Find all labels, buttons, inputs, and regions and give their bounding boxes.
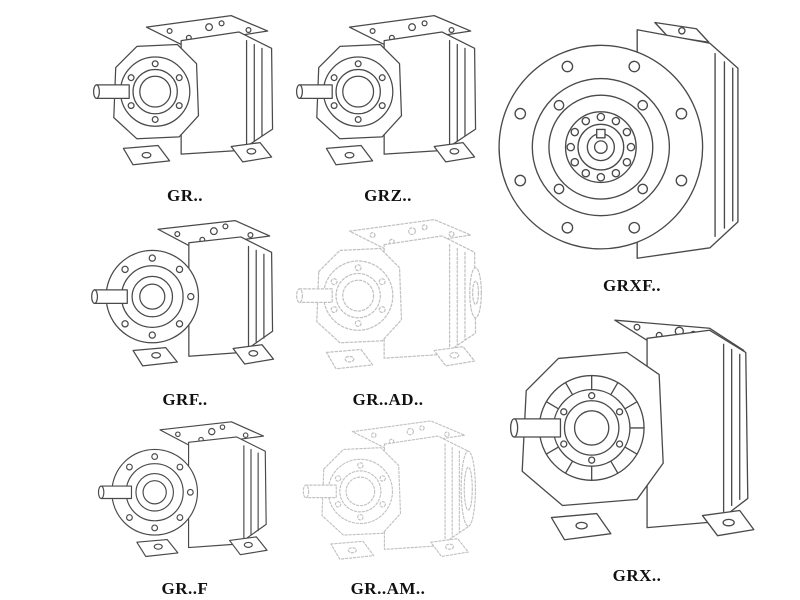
gear-unit-label-gr-ad: GR..AD.. bbox=[352, 390, 424, 409]
gear-unit-label-grxf: GRXF.. bbox=[602, 276, 662, 295]
gear-unit-gr: GR.. bbox=[85, 4, 285, 206]
gear-unit-label-gr-f: GR..F bbox=[161, 579, 209, 598]
gear-unit-grxf: GRXF.. bbox=[492, 4, 772, 296]
gear-unit-label-grx: GRX.. bbox=[612, 566, 662, 585]
grf-gearbox-drawing bbox=[87, 210, 283, 388]
gear-unit-label-grz: GRZ.. bbox=[364, 186, 412, 205]
gear-unit-label-gr-am: GR..AM.. bbox=[350, 579, 426, 598]
gear-unit-grz: GRZ.. bbox=[288, 4, 488, 206]
gear-unit-grx: GRX.. bbox=[492, 302, 782, 586]
grz-gearbox-drawing bbox=[290, 6, 486, 184]
gr-f-gearbox-drawing bbox=[94, 412, 276, 577]
gear-unit-gr-f: GR..F bbox=[85, 412, 285, 599]
gear-unit-label-gr: GR.. bbox=[167, 186, 203, 205]
gear-unit-label-grf: GRF.. bbox=[162, 390, 208, 409]
gr-ad-gearbox-ghost-drawing bbox=[290, 210, 482, 388]
gear-unit-gr-ad: GR..AD.. bbox=[288, 208, 488, 410]
gr-gearbox-drawing bbox=[87, 6, 283, 184]
gear-unit-gr-am: GR..AM.. bbox=[288, 412, 488, 599]
gr-am-gearbox-ghost-drawing bbox=[297, 412, 476, 577]
grx-gearbox-drawing bbox=[496, 312, 778, 564]
gear-unit-grf: GRF.. bbox=[85, 208, 285, 410]
grxf-gearbox-drawing bbox=[497, 14, 767, 274]
